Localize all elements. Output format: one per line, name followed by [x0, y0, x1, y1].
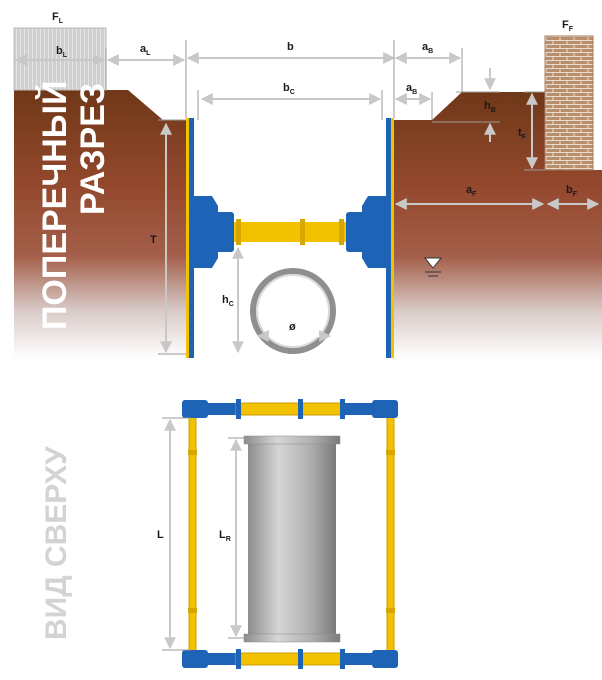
dimension-lines [14, 52, 600, 354]
pipe-top-view [248, 440, 336, 638]
label-bf: bF [566, 184, 578, 198]
right-shoring-rail [391, 118, 394, 358]
groundwater-level-icon [423, 257, 443, 277]
label-bl: bL [56, 45, 68, 59]
label-hc: hC [222, 294, 234, 308]
label-hb: hB [484, 100, 496, 114]
label-al: aL [140, 43, 151, 57]
label-ab-inner: aB [406, 82, 417, 96]
label-bc: bC [283, 82, 295, 96]
label-diameter: ø [289, 321, 296, 333]
label-l: L [157, 529, 164, 541]
label-ff: FF [562, 19, 574, 33]
label-lr: LR [219, 529, 231, 543]
cross-section-title-line2: РАЗРЕЗ [74, 83, 112, 215]
cross-section-title-line1: ПОПЕРЕЧНЫЙ [35, 80, 74, 330]
pipe-cross-section [250, 268, 336, 354]
top-view-strut-top [182, 399, 398, 419]
strut-beam [234, 222, 346, 242]
top-view-title: ВИД СВЕРХУ [40, 446, 73, 640]
left-shoring-rail [186, 118, 189, 358]
right-shoring-panel [386, 118, 394, 358]
strut-assembly [194, 196, 386, 268]
soil-left [14, 90, 186, 358]
label-af: aF [466, 184, 477, 198]
cross-section: ПОПЕРЕЧНЫЙ РАЗРЕЗ FL FF bL aL b aB bC aB… [13, 11, 602, 358]
left-shoring-panel [186, 118, 194, 358]
label-t: T [150, 234, 157, 246]
top-view: ВИД СВЕРХУ L LR [40, 399, 398, 669]
building-ff [544, 35, 594, 171]
label-b: b [287, 41, 294, 53]
soil-right [394, 92, 602, 358]
top-view-strut-bottom [182, 649, 398, 669]
label-ab-top: aB [422, 41, 433, 55]
label-tf: tF [518, 127, 527, 141]
label-fl: FL [52, 11, 64, 25]
